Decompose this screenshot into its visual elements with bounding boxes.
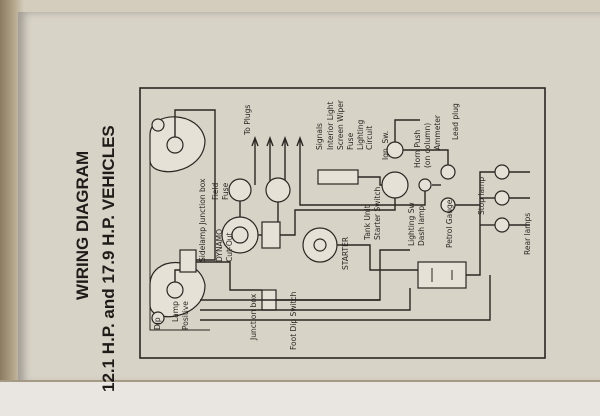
label-field: Field xyxy=(211,182,220,200)
label-foot-dip-switch: Foot Dip Switch xyxy=(289,291,298,350)
label-to-plugs: To Plugs xyxy=(243,105,252,136)
diagram-title: WIRING DIAGRAM xyxy=(73,151,92,300)
label-field-fuse: Fuse xyxy=(221,182,230,200)
label-lamp: Lamp xyxy=(171,301,180,322)
sidelamp-junction-box xyxy=(179,249,197,273)
diagram-frame xyxy=(139,87,546,359)
battery xyxy=(417,261,467,289)
label-dip: Dip xyxy=(153,317,162,330)
label-starter: STARTER xyxy=(341,237,350,270)
label-lead-plug: Lead plug xyxy=(451,103,460,140)
label-signals: Signals xyxy=(315,123,324,150)
label-fuse: Fuse xyxy=(346,132,355,150)
diagram-subtitle: 12.1 H.P. and 17.9 H.P. VEHICLES xyxy=(99,125,118,392)
rear-lamp-2 xyxy=(494,217,510,233)
label-ign-sw: Ign. Sw. xyxy=(381,131,390,160)
screen-wiper-motor xyxy=(317,169,359,185)
label-on-column: (on column) xyxy=(423,123,432,168)
ammeter xyxy=(418,178,432,192)
dynamo-hub xyxy=(231,226,249,244)
label-petrol-gauge: Petrol Gauge xyxy=(445,199,454,248)
starter-hub xyxy=(313,238,327,252)
label-interior-light: Interior Light xyxy=(326,101,335,150)
label-cut-out: Cut-Out xyxy=(225,232,234,262)
horn-push xyxy=(440,164,456,180)
label-ammeter: Ammeter xyxy=(433,114,442,150)
label-positive: Positive xyxy=(181,301,190,330)
headlamp-top xyxy=(149,116,206,173)
label-lighting: Lighting xyxy=(356,119,365,150)
cut-out-box xyxy=(261,221,281,249)
distributor xyxy=(228,178,252,202)
label-tank-unit: Tank Unit xyxy=(363,205,372,241)
label-sidelamp-junction-box: Sidelamp Junction box xyxy=(198,178,207,262)
headlamp-bottom xyxy=(149,262,206,325)
label-circuit: Circuit xyxy=(365,126,374,150)
label-rear-lamps: Rear lamps xyxy=(523,213,532,255)
wiring-harness xyxy=(149,109,495,331)
label-starter-switch: Starter Switch xyxy=(373,187,382,240)
plug-leads xyxy=(251,136,304,185)
label-stop-lamp: Stop lamp xyxy=(477,177,486,215)
ignition-switch xyxy=(381,171,409,199)
rear-lamp-1 xyxy=(494,190,510,206)
coil xyxy=(265,177,291,203)
label-horn-push: Horn Push xyxy=(413,130,422,168)
stop-lamp xyxy=(494,164,510,180)
label-dash-lamp: Dash lamp xyxy=(417,206,426,246)
label-lighting-sw: Lighting Sw xyxy=(407,202,416,246)
label-dynamo: DYNAMO xyxy=(215,229,224,262)
label-junction-box: Junction box xyxy=(249,293,258,341)
facing-page-edge xyxy=(0,380,600,416)
label-screen-wiper: Screen Wiper xyxy=(336,99,345,150)
